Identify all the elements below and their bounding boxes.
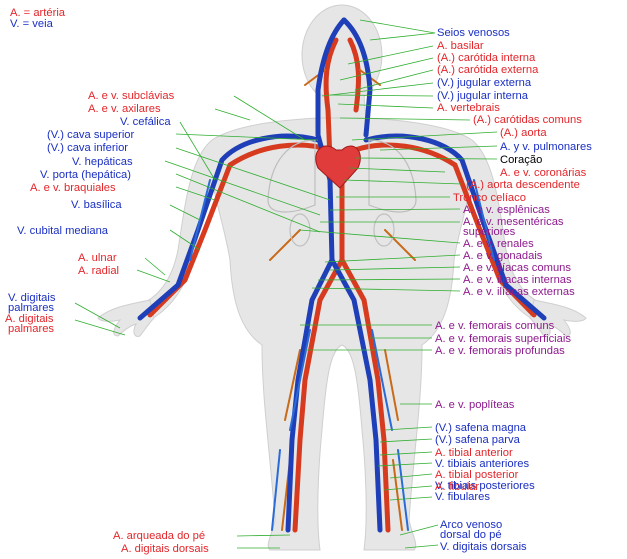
label-pulmonares: A. y v. pulmonares [500, 141, 592, 153]
label-subclavias: A. e v. subclávias [88, 90, 174, 102]
label-vertebrais: A. vertebrais [437, 102, 500, 114]
label-fibulares: V. fibulares [435, 491, 490, 503]
label-arqueada: A. arqueada do pé [113, 530, 205, 542]
label-femorais-superficiais: A. e v. femorais superficiais [435, 333, 571, 345]
label-popliteas: A. e v. poplíteas [435, 399, 514, 411]
label-digitais-dorsais-a: A. digitais dorsais [121, 543, 209, 555]
label-digitais-palmares-a-2: palmares [8, 323, 54, 335]
label-iliacas-internas: A. e v. ilíacas internas [463, 274, 572, 286]
label-iliacas-comuns: A. e v. ilíacas comuns [463, 262, 571, 274]
label-cava-inferior: (V.) cava inferior [47, 142, 128, 154]
label-coronarias: A. e v. coronárias [500, 167, 586, 179]
label-femorais-profundas: A. e v. femorais profundas [435, 345, 565, 357]
label-safena-parva: (V.) safena parva [435, 434, 520, 446]
label-esplenicas: A. e v. esplênicas [463, 204, 550, 216]
legend-vein: V. = veia [10, 18, 53, 30]
label-braquiales: A. e v. braquiales [30, 182, 116, 194]
label-radial: A. radial [78, 265, 119, 277]
label-carotida-externa: (A.) carótida externa [437, 64, 538, 76]
label-gonadais: A. e v. gonadais [463, 250, 542, 262]
label-arco-venoso-2: dorsal do pé [440, 529, 502, 541]
label-axilares: A. e v. axilares [88, 103, 161, 115]
label-basilar: A. basilar [437, 40, 484, 52]
label-aorta-descendente: (A.) aorta descendente [466, 179, 580, 191]
label-femorais-comuns: A. e v. femorais comuns [435, 320, 554, 332]
label-renales: A. e v. renales [463, 238, 534, 250]
label-tronco-celiaco: Tronco celíaco [453, 192, 526, 204]
label-cava-superior: (V.) cava superior [47, 129, 134, 141]
label-basilica: V. basílica [71, 199, 122, 211]
label-digitais-dorsais-v: V. digitais dorsais [440, 541, 527, 553]
label-carotida-interna: (A.) carótida interna [437, 52, 535, 64]
label-cubital-mediana: V. cubital mediana [17, 225, 108, 237]
label-ulnar: A. ulnar [78, 252, 117, 264]
label-hepaticas: V. hepáticas [72, 156, 133, 168]
label-coracao: Coração [500, 154, 542, 166]
label-aorta: (A.) aorta [500, 127, 547, 139]
label-carotidas-comuns: (A.) carótidas comuns [473, 114, 582, 126]
label-jugular-interna: (V.) jugular interna [437, 90, 528, 102]
label-jugular-externa: (V.) jugular externa [437, 77, 531, 89]
label-iliacas-externas: A. e v. ilíacas externas [463, 286, 575, 298]
label-porta: V. porta (hepática) [40, 169, 131, 181]
label-seios-venosos: Seios venosos [437, 27, 510, 39]
label-safena-magna: (V.) safena magna [435, 422, 526, 434]
label-mesentericas-2: superiores [463, 226, 515, 238]
label-cefalica: V. cefálica [120, 116, 171, 128]
